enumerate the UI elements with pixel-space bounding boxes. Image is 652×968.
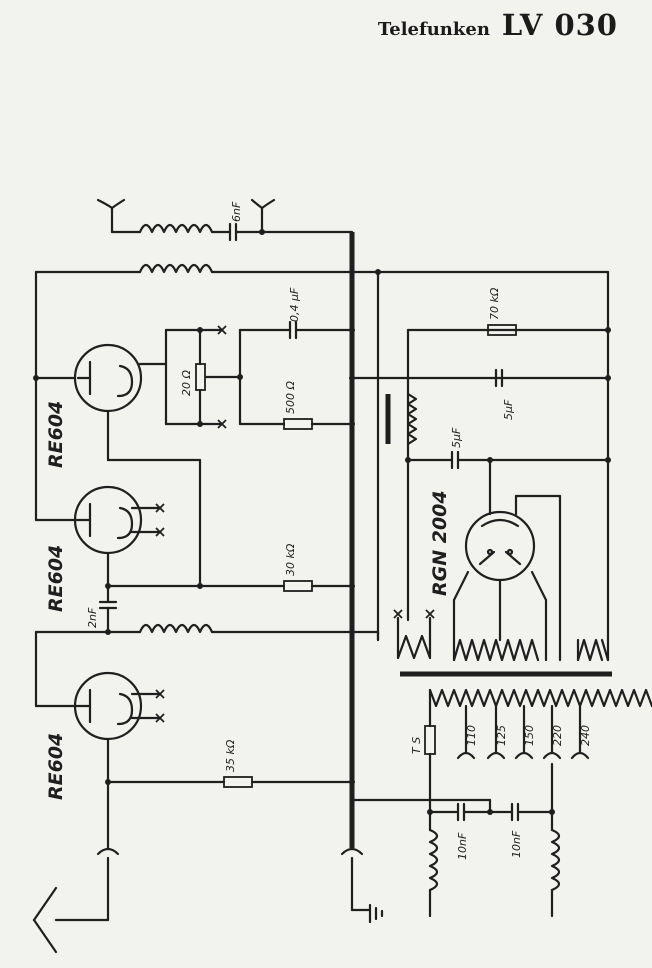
label-tap-110: 110 xyxy=(465,725,478,746)
output-jack xyxy=(32,847,120,954)
tube-v3-label: RE604 xyxy=(45,733,67,800)
filament-pot xyxy=(138,325,243,429)
label-r-500: 500 Ω xyxy=(284,381,297,414)
label-tap-240: 240 xyxy=(579,725,592,746)
transformer-secondaries xyxy=(393,609,610,662)
model-label: LV 030 xyxy=(501,8,618,42)
label-r-30: 30 kΩ xyxy=(284,543,297,576)
feedback-coil xyxy=(34,263,610,522)
label-c-10a: 10nF xyxy=(456,832,469,860)
label-tap-220: 220 xyxy=(551,725,564,746)
antenna-input xyxy=(96,198,354,242)
label-c-ant: 6nF xyxy=(230,201,243,222)
label-tap-150: 150 xyxy=(523,725,536,746)
tube-v1-label: RE604 xyxy=(45,401,67,468)
label-ts: T S xyxy=(410,737,423,754)
brand-label: Telefunken xyxy=(377,19,490,40)
title-block: Telefunken LV 030 xyxy=(378,8,618,48)
label-c-5b: 5μF xyxy=(502,399,515,420)
tube-v2-label: RE604 xyxy=(45,545,67,612)
label-c-10b: 10nF xyxy=(510,830,523,858)
label-r-35: 35 kΩ xyxy=(224,739,237,772)
label-r-fil: 20 Ω xyxy=(180,370,193,396)
filter-choke xyxy=(385,392,418,446)
tube-v1 xyxy=(33,343,143,462)
tube-v2 xyxy=(34,485,165,588)
primary-winding xyxy=(428,688,652,760)
label-tap-125: 125 xyxy=(495,725,508,746)
fuse xyxy=(424,725,436,814)
label-c-2n: 2nF xyxy=(86,607,99,628)
rectifier-tube xyxy=(452,458,562,662)
label-c-grid: 0,4 μF xyxy=(288,287,301,322)
mains-filter xyxy=(350,762,561,918)
ground-symbol xyxy=(350,903,384,924)
rectifier-label: RGN 2004 xyxy=(429,490,451,596)
interstage-coil xyxy=(34,623,380,708)
label-c-5a: 5μF xyxy=(450,427,463,448)
tube-v3 xyxy=(34,671,165,850)
label-r-70: 70 kΩ xyxy=(488,287,501,320)
